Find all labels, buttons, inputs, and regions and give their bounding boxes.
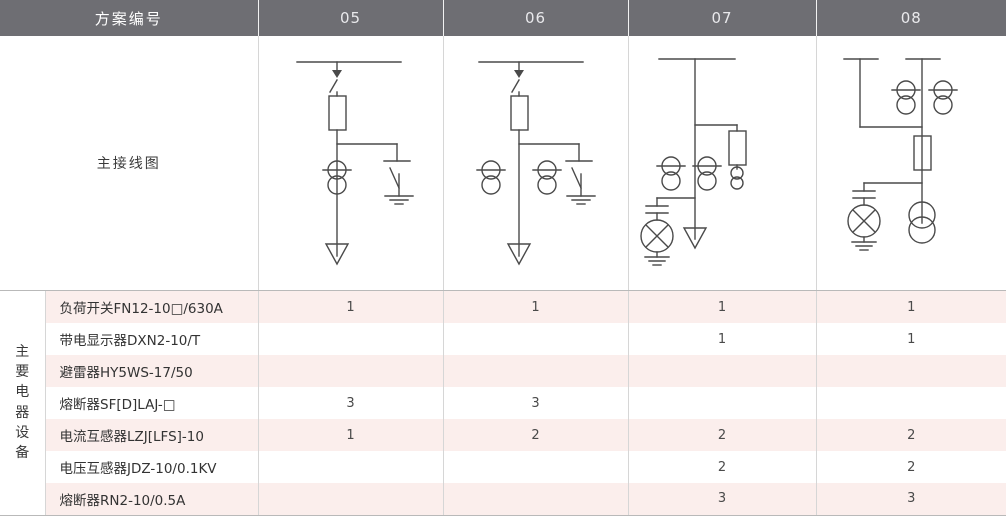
diagram-cell-05: [258, 36, 444, 291]
equipment-qty-07: 1: [628, 323, 817, 355]
equipment-qty-08: [816, 355, 1006, 387]
equipment-qty-06: 1: [443, 291, 629, 323]
header-col-07: 07: [627, 0, 817, 36]
header-scheme-label: 方案编号: [94, 9, 163, 28]
contact-arrow-icon: [513, 69, 524, 78]
equipment-qty-06: 3: [443, 387, 629, 419]
equipment-qty-07: 3: [628, 483, 817, 516]
header-col-08: 08: [815, 0, 1006, 36]
equipment-qty-08: 1: [816, 291, 1006, 323]
cable-termination-icon: [324, 243, 349, 266]
diagram-table: 主接线图: [0, 36, 1006, 291]
header-col-06: 06: [442, 0, 629, 36]
diagram-cell-06: [443, 36, 629, 291]
equipment-qty-05: [258, 355, 444, 387]
equipment-table: 主要电器设备 负荷开关FN12-10□/630A 1 1 1 1 带电显示器DX…: [0, 291, 1006, 516]
equipment-qty-05: 1: [258, 291, 444, 323]
contact-arrow-icon: [331, 69, 342, 78]
equipment-name: 负荷开关FN12-10□/630A: [45, 291, 259, 323]
fuse-icon: [727, 130, 747, 166]
single-line-diagram-05: [295, 61, 414, 266]
equipment-name: 带电显示器DXN2-10/T: [45, 323, 259, 355]
equipment-qty-08: [816, 387, 1006, 419]
equipment-qty-05: 1: [258, 419, 444, 451]
equipment-qty-05: [258, 323, 444, 355]
cable-termination-icon: [682, 227, 707, 250]
header-row: 方案编号 05 06 07 08: [0, 0, 1006, 36]
equipment-qty-07: 2: [628, 419, 817, 451]
equipment-qty-06: [443, 451, 629, 483]
equipment-name: 电流互感器LZJ[LFS]-10: [45, 419, 259, 451]
table-row: 电流互感器LZJ[LFS]-10 1 2 2 2: [0, 419, 1006, 451]
table-row: 带电显示器DXN2-10/T 1 1: [0, 323, 1006, 355]
disconnector-blade-icon: [328, 78, 338, 93]
equipment-qty-06: [443, 323, 629, 355]
equipment-qty-08: 2: [816, 419, 1006, 451]
equipment-qty-06: 2: [443, 419, 629, 451]
diagram-row-title-cell: 主接线图: [0, 36, 259, 291]
equipment-name: 熔断器SF[D]LAJ-□: [45, 387, 259, 419]
equipment-qty-07: 1: [628, 291, 817, 323]
equipment-qty-07: [628, 355, 817, 387]
earthing-switch-icon: [388, 166, 400, 189]
equipment-name: 电压互感器JDZ-10/0.1KV: [45, 451, 259, 483]
power-transformer-icon: [908, 201, 936, 229]
equipment-qty-05: [258, 483, 444, 516]
table-row: 电压互感器JDZ-10/0.1KV 2 2: [0, 451, 1006, 483]
equipment-qty-07: 2: [628, 451, 817, 483]
equipment-qty-06: [443, 483, 629, 516]
equipment-name: 避雷器HY5WS-17/50: [45, 355, 259, 387]
side-label-cell: 主要电器设备: [0, 291, 46, 516]
side-label: 主要电器设备: [15, 343, 30, 462]
single-line-diagram-07: [639, 58, 747, 266]
table-row: 主要电器设备 负荷开关FN12-10□/630A 1 1 1 1: [0, 291, 1006, 516]
single-line-diagram-06: [475, 61, 596, 266]
table-row: 避雷器HY5WS-17/50: [0, 355, 1006, 387]
single-line-diagram-08: [843, 58, 958, 251]
header-table: 方案编号 05 06 07 08: [0, 0, 1006, 36]
equipment-qty-08: 2: [816, 451, 1006, 483]
disconnector-blade-icon: [510, 78, 520, 93]
fuse-icon: [509, 95, 529, 131]
equipment-name: 熔断器RN2-10/0.5A: [45, 483, 259, 516]
equipment-qty-05: [258, 451, 444, 483]
equipment-qty-06: [443, 355, 629, 387]
fuse-icon: [327, 95, 347, 131]
diagram-cell-08: [816, 36, 1006, 291]
equipment-qty-08: 1: [816, 323, 1006, 355]
equipment-qty-07: [628, 387, 817, 419]
fuse-icon: [913, 135, 932, 171]
table-row: 熔断器RN2-10/0.5A 3 3: [0, 483, 1006, 516]
equipment-qty-05: 3: [258, 387, 444, 419]
diagram-cell-07: [628, 36, 817, 291]
cable-termination-icon: [506, 243, 531, 266]
diagram-row: 主接线图: [0, 36, 1006, 291]
header-col-05: 05: [257, 0, 444, 36]
earthing-switch-icon: [570, 166, 582, 189]
current-transformer-small-icon: [729, 166, 744, 180]
header-scheme-label-cell: 方案编号: [0, 0, 259, 36]
equipment-qty-08: 3: [816, 483, 1006, 516]
diagram-row-title: 主接线图: [96, 155, 161, 172]
table-row: 熔断器SF[D]LAJ-□ 3 3: [0, 387, 1006, 419]
